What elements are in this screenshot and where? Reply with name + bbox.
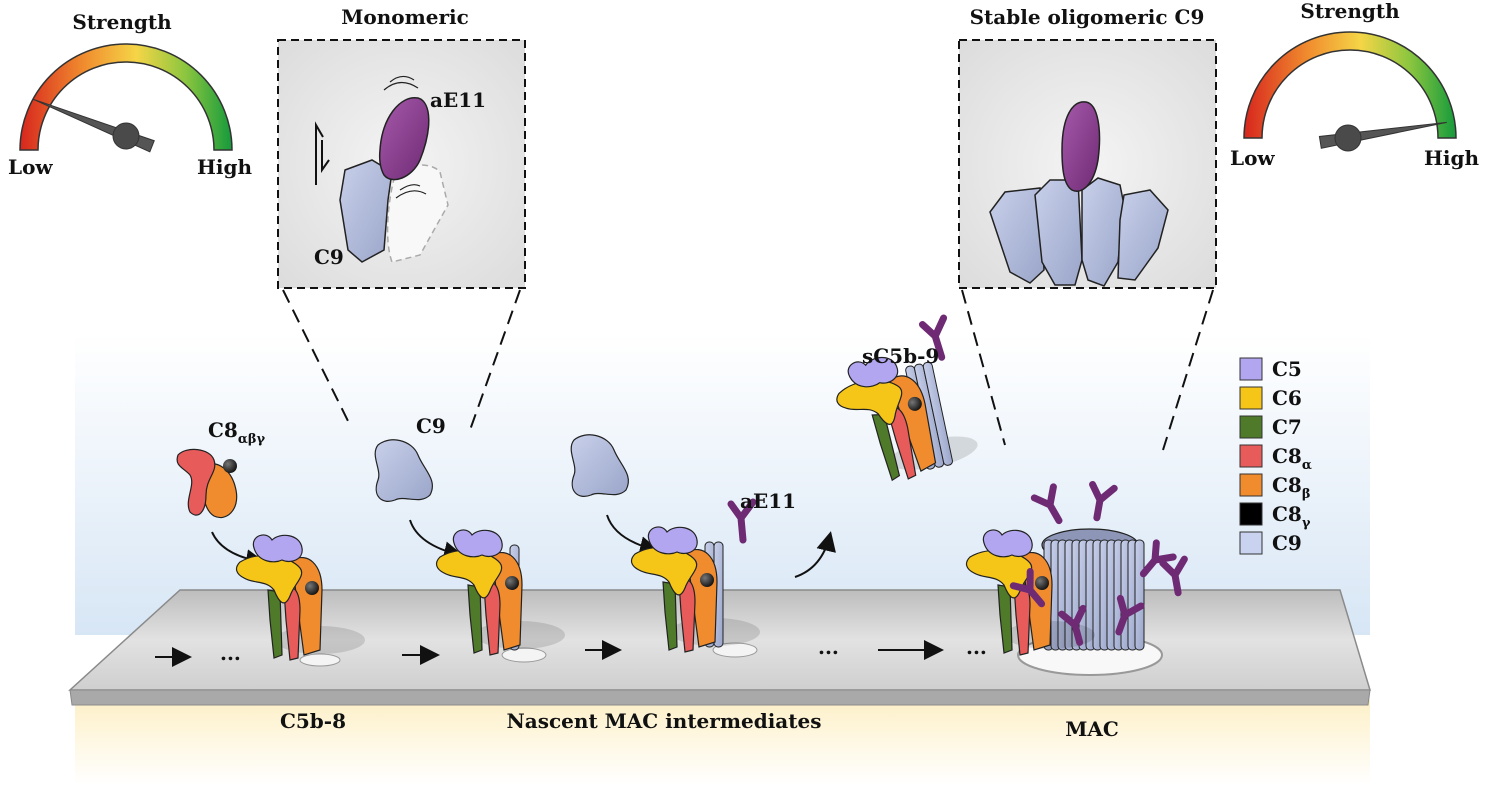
- legend-label: C7: [1272, 415, 1302, 439]
- mac-ae11-antibody: [1009, 568, 1046, 608]
- c5b8-complex: [235, 534, 365, 661]
- complexes-layer: [235, 314, 978, 661]
- c8-gamma-ball: [505, 576, 519, 590]
- legend-swatch: [1239, 531, 1263, 555]
- mac-ae11-antibody: [1030, 483, 1063, 525]
- legend-label: C6: [1272, 386, 1302, 410]
- legend-swatch: [1239, 473, 1263, 497]
- legend-label: C8γ: [1272, 502, 1311, 531]
- c8-gamma-ball: [305, 581, 319, 595]
- c9-oligomer-subunit: [1117, 189, 1169, 281]
- mac-ae11-antibody: [1115, 594, 1145, 636]
- zoom-lines: [282, 289, 1214, 451]
- strength-gauge-left: Strength Low High: [8, 10, 252, 179]
- c9-free-shape-2: [570, 434, 629, 497]
- c9-monomer-shape: [339, 159, 393, 263]
- legend-swatch: [1239, 415, 1263, 439]
- inset-c9-label: C9: [314, 245, 344, 269]
- gauge-title: Strength: [72, 10, 172, 34]
- legend-swatch: [1239, 357, 1263, 381]
- ghost-c9-shape: [386, 164, 449, 263]
- membrane-arrows: [155, 640, 944, 667]
- gauge-needle: [1318, 121, 1447, 152]
- ellipsis-3: ...: [966, 635, 987, 659]
- c9-free-shape: [374, 439, 433, 502]
- mac-ae11-antibody: [1058, 604, 1087, 646]
- c9-oligomer-subunit: [1034, 179, 1083, 286]
- gauge-arc: [19, 43, 233, 151]
- legend-swatch: [1239, 502, 1263, 526]
- ae11-antibody: [918, 314, 948, 361]
- ellipsis-2: ...: [818, 635, 839, 659]
- c9-oligomer-subunit: [989, 187, 1045, 284]
- mac-ae11-antibody: [1089, 480, 1118, 522]
- nascent-complex-2: [630, 498, 760, 653]
- c8-label: C8αβγ: [208, 418, 265, 447]
- background-yellow-gradient: [75, 700, 1370, 785]
- ae11-antibody: [727, 498, 757, 544]
- mac-ae11-antibody: [1139, 539, 1177, 578]
- legend-label: C5: [1272, 357, 1302, 381]
- legend-swatch: [1239, 386, 1263, 410]
- c5b8-label: C5b-8: [280, 709, 346, 733]
- nascent-complex-1: [435, 529, 565, 656]
- sc5b9-label: sC5b-9: [862, 344, 939, 368]
- ae11-shape: [1061, 101, 1101, 192]
- ellipsis-1: ...: [220, 641, 241, 665]
- mac-pore: [965, 480, 1188, 656]
- inset-ae11-label: aE11: [430, 88, 486, 112]
- gauge-low-label: Low: [8, 155, 53, 179]
- legend-swatch: [1239, 444, 1263, 468]
- pore-c9-stalk: [1134, 539, 1145, 651]
- inset-title: Stable oligomeric C9: [970, 5, 1205, 29]
- legend-label: C9: [1272, 531, 1302, 555]
- gauge-high-label: High: [197, 155, 252, 179]
- c8-gamma-ball: [700, 573, 714, 587]
- needle-hub: [1334, 124, 1362, 152]
- gauge-low-label: Low: [1230, 146, 1275, 170]
- c8-gamma-ball: [907, 396, 922, 411]
- legend-label: C8β: [1272, 473, 1310, 502]
- legend-label: C8α: [1272, 444, 1312, 473]
- gauge-title: Strength: [1300, 0, 1400, 23]
- inset-title: Monomeric: [341, 5, 469, 29]
- ae11-label: aE11: [740, 489, 796, 513]
- c8-complex-free: [176, 448, 238, 519]
- needle-hub: [112, 122, 140, 150]
- mac-ae11-antibody: [1159, 555, 1188, 597]
- c9-free-label: C9: [416, 414, 446, 438]
- gauge-arc: [1243, 31, 1457, 139]
- equilibrium-arrow-down: [321, 140, 330, 174]
- c8-gamma-ball: [1035, 576, 1049, 590]
- strength-gauge-right: Strength Low High: [1230, 0, 1479, 170]
- inset-stable-oligomeric: Stable oligomeric C9: [958, 5, 1217, 289]
- gauge-needle: [32, 98, 155, 153]
- equilibrium-arrow-up: [315, 121, 324, 185]
- gauge-high-label: High: [1424, 146, 1479, 170]
- c9-stalk: [922, 361, 953, 466]
- sc5b9-complex: [836, 314, 978, 482]
- ae11-shape: [378, 97, 430, 181]
- nascent-label: Nascent MAC intermediates: [507, 709, 822, 733]
- mac-label: MAC: [1065, 717, 1119, 741]
- inset-monomeric: Monomeric aE11 C9: [277, 5, 526, 289]
